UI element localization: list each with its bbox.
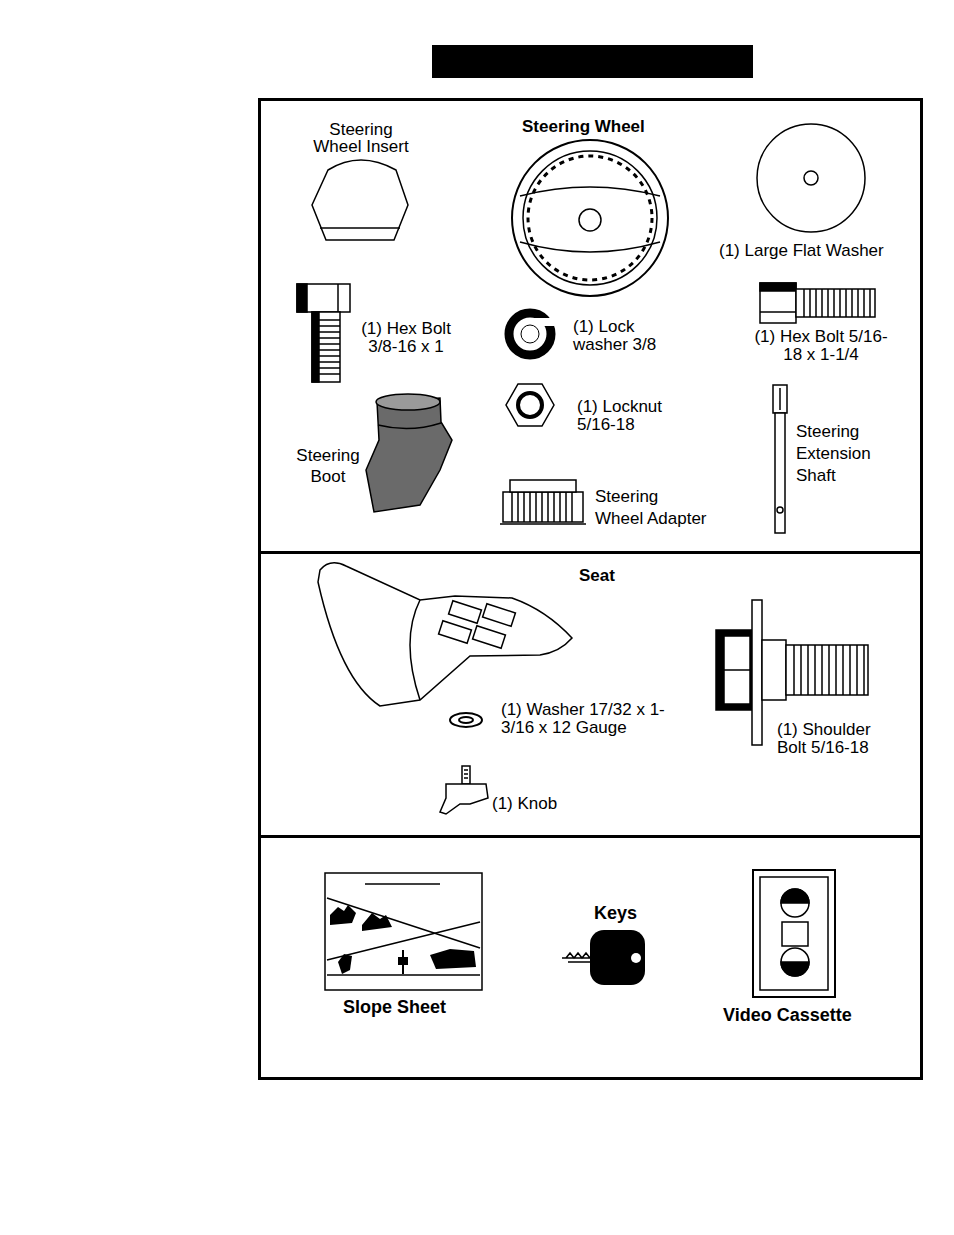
parts-panel: Seat (1) Washer 17/32 x 1-3/16 x 12 Gauge… bbox=[258, 551, 923, 838]
steering-boot bbox=[366, 394, 452, 512]
hex-bolt-vertical bbox=[297, 284, 350, 382]
item-label: Keys bbox=[594, 903, 637, 923]
part-label: Steering Boot bbox=[286, 445, 370, 487]
part-label: Seat bbox=[579, 566, 615, 586]
part-label: (1) Washer 17/32 x 1-3/16 x 12 Gauge bbox=[501, 701, 666, 737]
knob bbox=[440, 766, 488, 814]
part-label: (1) Large Flat Washer bbox=[719, 241, 884, 261]
part-label: Steering Extension Shaft bbox=[796, 421, 898, 487]
slope-sheet bbox=[325, 873, 482, 990]
title-bar bbox=[432, 45, 753, 78]
locknut bbox=[506, 384, 554, 426]
part-label: (1) Lock washer 3/8 bbox=[573, 318, 679, 354]
hex-bolt-horizontal bbox=[760, 283, 875, 323]
item-label: Video Cassette bbox=[723, 1005, 852, 1025]
item-label: Slope Sheet bbox=[343, 997, 446, 1017]
key bbox=[562, 930, 645, 985]
part-label: (1) Shoulder Bolt 5/16-18 bbox=[777, 721, 889, 757]
extension-shaft bbox=[773, 385, 787, 533]
video-cassette bbox=[753, 870, 835, 997]
part-label: Steering Wheel Insert bbox=[305, 121, 417, 155]
part-label: Steering Wheel bbox=[522, 117, 645, 137]
part-label: (1) Knob bbox=[492, 794, 557, 814]
lock-washer bbox=[509, 313, 554, 355]
parts-panel: Slope Sheet KeysVideo Cassette bbox=[258, 835, 923, 1080]
parts-panel: Steering Wheel Insert Steering Wheel (1) L… bbox=[258, 98, 923, 554]
steering-wheel bbox=[512, 140, 668, 296]
seat bbox=[318, 563, 572, 706]
wheel-insert bbox=[312, 160, 408, 240]
wheel-adapter bbox=[500, 480, 586, 524]
part-label: Steering Wheel Adapter bbox=[595, 486, 710, 530]
part-label: (1) Hex Bolt 3/8-16 x 1 bbox=[352, 320, 460, 356]
small-washer bbox=[450, 713, 482, 727]
part-label: (1) Hex Bolt 5/16-18 x 1-1/4 bbox=[750, 328, 892, 364]
flat-washer bbox=[757, 124, 865, 232]
part-label: (1) Locknut 5/16-18 bbox=[577, 398, 683, 434]
